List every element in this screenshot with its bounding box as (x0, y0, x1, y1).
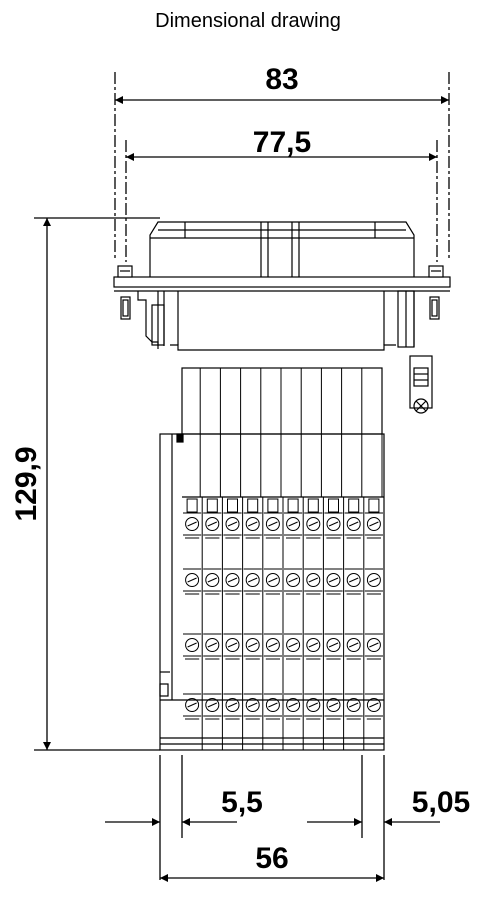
screw-icon (346, 573, 361, 587)
screw-icon (286, 573, 301, 587)
terminal-column (284, 368, 304, 750)
screw-icon (185, 638, 200, 652)
terminal-column (344, 368, 365, 750)
dimension-overall-width (114, 72, 450, 258)
right-offset-label: 5,05 (412, 786, 470, 819)
screw-icon (225, 517, 240, 531)
screw-icon (366, 573, 381, 587)
screw-icon (326, 638, 341, 652)
screw-icon (245, 573, 260, 587)
screw-icon (346, 698, 361, 712)
screw-icon (265, 638, 280, 652)
module-outline (113, 221, 451, 751)
overall-width-label: 83 (265, 63, 298, 96)
screw-icon (306, 517, 321, 531)
screw-icon (245, 638, 260, 652)
screw-icon (205, 698, 220, 712)
screw-icon (286, 517, 301, 531)
terminal-column (203, 368, 223, 750)
screw-icon (205, 573, 220, 587)
mounting-width-label: 77,5 (253, 126, 311, 159)
screw-icon (366, 517, 381, 531)
screw-icon (306, 638, 321, 652)
screw-icon (326, 698, 341, 712)
screw-icon (225, 573, 240, 587)
terminal-columns (183, 368, 385, 750)
screw-icon (306, 698, 321, 712)
screw-icon (306, 573, 321, 587)
screw-icon (366, 638, 381, 652)
screw-icon (185, 573, 200, 587)
screw-icon (185, 517, 200, 531)
screw-icon (205, 517, 220, 531)
screw-icon (205, 638, 220, 652)
screw-icon (225, 638, 240, 652)
base-width-label: 56 (255, 842, 288, 875)
dimension-mounting-width (125, 140, 438, 262)
screw-icon (225, 698, 240, 712)
screw-icon (326, 517, 341, 531)
terminal-column (364, 368, 385, 750)
terminal-column (263, 368, 284, 750)
terminal-column (223, 368, 244, 750)
screw-icon (346, 638, 361, 652)
screw-icon (366, 698, 381, 712)
dimension-height (34, 217, 160, 751)
screw-icon (265, 573, 280, 587)
screw-icon (245, 517, 260, 531)
screw-icon (346, 517, 361, 531)
screw-icon (245, 698, 260, 712)
screw-icon (286, 638, 301, 652)
screw-icon (265, 698, 280, 712)
screw-icon (265, 517, 280, 531)
screw-icon (286, 698, 301, 712)
screw-icon (185, 698, 200, 712)
terminal-column (243, 368, 264, 750)
screw-icon (326, 573, 341, 587)
terminal-column (304, 368, 324, 750)
terminal-column (324, 368, 345, 750)
left-offset-label: 5,5 (221, 786, 263, 819)
terminal-column (183, 368, 203, 750)
height-label: 129,9 (10, 446, 43, 521)
page-title: Dimensional drawing (155, 10, 341, 32)
